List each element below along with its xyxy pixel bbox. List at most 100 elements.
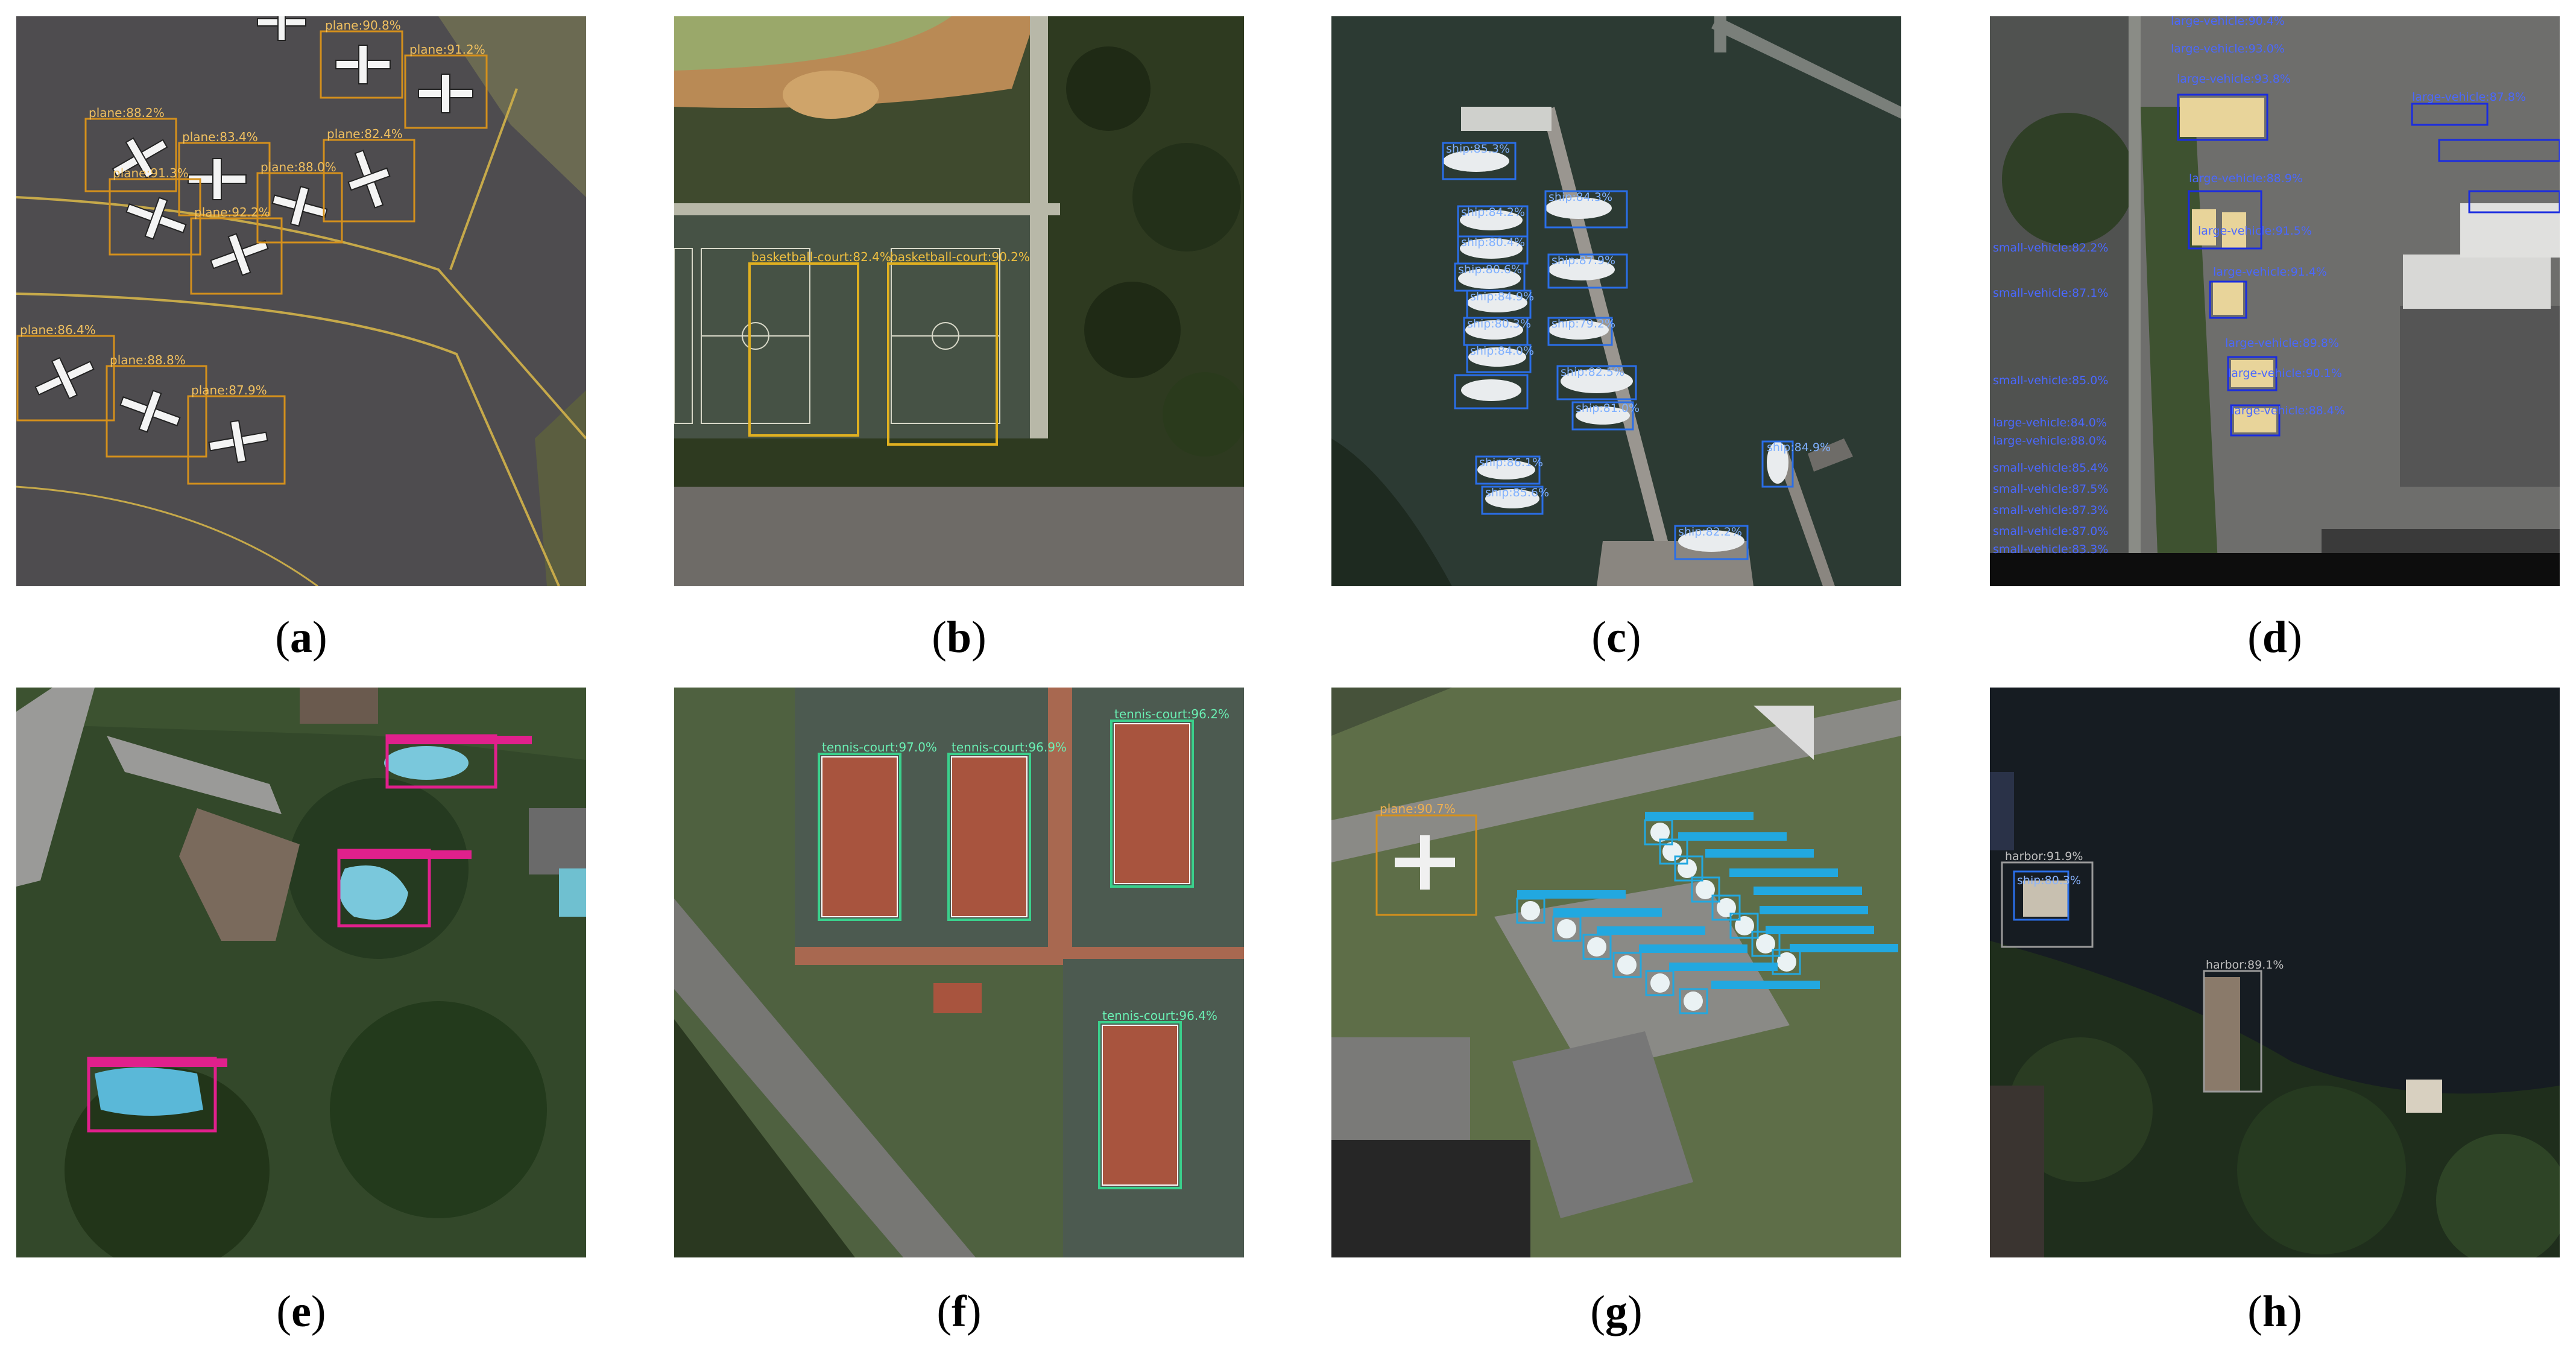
parking-lot-scene: large-vehicle:90.4% large-vehicle:93.0% …	[1990, 16, 2560, 586]
detection-label: plane:91.3%	[113, 166, 189, 180]
detection-box	[1679, 988, 1708, 1014]
boat-shape	[1485, 489, 1539, 508]
label-bar	[1553, 908, 1662, 917]
detection-box	[1711, 894, 1741, 921]
detection-box	[2188, 190, 2262, 250]
detection-box	[818, 753, 901, 921]
house-roof	[179, 808, 300, 941]
label-bar	[1517, 890, 1626, 899]
court-surface	[951, 756, 1028, 917]
detection-label: plane:88.8%	[110, 353, 186, 367]
detection-label: ship:79.2%	[1552, 317, 1615, 330]
detection-label: tennis-court:96.9%	[952, 740, 1067, 754]
industrial-scene: plane:90.7%	[1331, 688, 1901, 1257]
detection-label: ship:82.2%	[1678, 525, 1742, 539]
detection-label: large-vehicle:88.4%	[2231, 404, 2345, 417]
detection-label: plane:82.4%	[327, 127, 403, 141]
detection-box	[2203, 970, 2262, 1093]
vehicle-shape	[2213, 282, 2243, 315]
image-panel-a: plane:90.8% plane:91.2% plane:88.2% plan…	[16, 16, 586, 586]
detection-box	[1547, 253, 1628, 289]
detection-box	[2227, 356, 2278, 391]
detection-label: large-vehicle:91.5%	[2198, 224, 2312, 238]
boat-shape	[1561, 369, 1633, 393]
runway	[1331, 700, 1901, 862]
court-lines	[674, 248, 693, 424]
detection-box	[1466, 344, 1532, 373]
detection-label: ship:80.4%	[1461, 236, 1525, 249]
panel-caption-c: (c)	[1591, 613, 1641, 662]
detection-label: plane:91.2%	[409, 42, 485, 57]
label-bar	[1729, 868, 1838, 877]
detection-box	[2230, 404, 2281, 437]
court-surface	[1114, 723, 1190, 884]
panel-caption-d: (d)	[2247, 613, 2302, 662]
boat-shape	[1460, 210, 1523, 230]
detection-label: ship:84.3%	[1548, 191, 1612, 204]
detection-label: small-vehicle:85.0%	[1993, 374, 2108, 387]
plane-shape	[208, 420, 268, 463]
tank-shape	[1735, 916, 1754, 935]
detection-box	[1556, 365, 1637, 400]
detection-box	[323, 139, 415, 223]
plane-shape	[188, 158, 247, 200]
detection-box	[404, 54, 488, 129]
building-roof	[933, 983, 982, 1013]
label-bar	[1705, 849, 1814, 858]
label-bar	[1754, 887, 1862, 895]
detection-box	[1612, 952, 1642, 978]
detection-box	[2209, 280, 2247, 319]
detection-label: small-vehicle:87.0%	[1993, 525, 2108, 538]
detection-box	[1761, 440, 1794, 488]
pool-shape	[339, 865, 408, 920]
tank-shape	[1521, 901, 1540, 920]
detection-box	[1674, 855, 1703, 882]
detection-label: harbor:91.9%	[2005, 850, 2083, 863]
detection-label: ship:85.6%	[1485, 486, 1549, 499]
detection-label: basketball-court:82.4%	[751, 250, 891, 264]
panel-caption-g: (g)	[1590, 1287, 1643, 1336]
label-bar	[1760, 906, 1868, 914]
label-bar	[1790, 944, 1898, 952]
detection-box	[1475, 455, 1541, 485]
detection-label: small-vehicle:83.3%	[1993, 543, 2108, 556]
detection-box	[1571, 401, 1634, 431]
detection-label: ship:84.0%	[1470, 344, 1534, 358]
airfield-scene: plane:90.8% plane:91.2% plane:88.2% plan…	[16, 16, 586, 586]
detection-box	[2177, 93, 2268, 141]
detection-box	[1098, 1021, 1182, 1189]
boat-shape	[1460, 238, 1523, 259]
tank-shape	[1617, 955, 1637, 975]
plane-shape	[257, 16, 306, 41]
plane-shape	[271, 186, 328, 227]
vehicle-shape	[2234, 408, 2276, 432]
house-roof	[529, 808, 586, 874]
detection-label: large-vehicle:93.0%	[2171, 42, 2285, 55]
detection-box	[1691, 876, 1720, 903]
pool-shape	[384, 746, 469, 780]
detection-label: small-vehicle:87.3%	[1993, 504, 2108, 517]
detection-label: small-vehicle:82.2%	[1993, 241, 2108, 255]
detection-label: ship:87.9%	[1552, 254, 1615, 267]
label-bar	[1766, 926, 1874, 934]
tank-shape	[1650, 973, 1670, 993]
detection-label: ship:80.3%	[1467, 317, 1531, 330]
detection-box	[2468, 190, 2560, 213]
boat-shape	[1461, 379, 1521, 401]
aircraft-shape	[1395, 835, 1455, 890]
plane-shape	[210, 233, 269, 276]
dock-shape	[2023, 881, 2068, 917]
detection-box	[2438, 139, 2560, 162]
boat-shape	[1477, 460, 1535, 479]
detection-box	[1110, 719, 1194, 888]
detection-box	[748, 262, 859, 437]
detection-label: ship:80.3%	[2017, 874, 2081, 887]
label-bar	[1711, 981, 1820, 989]
tank-shape	[1777, 952, 1796, 972]
plane-shape	[418, 74, 473, 113]
detection-box	[1481, 485, 1544, 515]
detection-label: harbor:89.1%	[2206, 958, 2284, 972]
plane-shape	[335, 45, 391, 84]
detection-label: large-vehicle:91.4%	[2213, 265, 2327, 279]
image-panel-g: plane:90.7%	[1331, 688, 1901, 1257]
